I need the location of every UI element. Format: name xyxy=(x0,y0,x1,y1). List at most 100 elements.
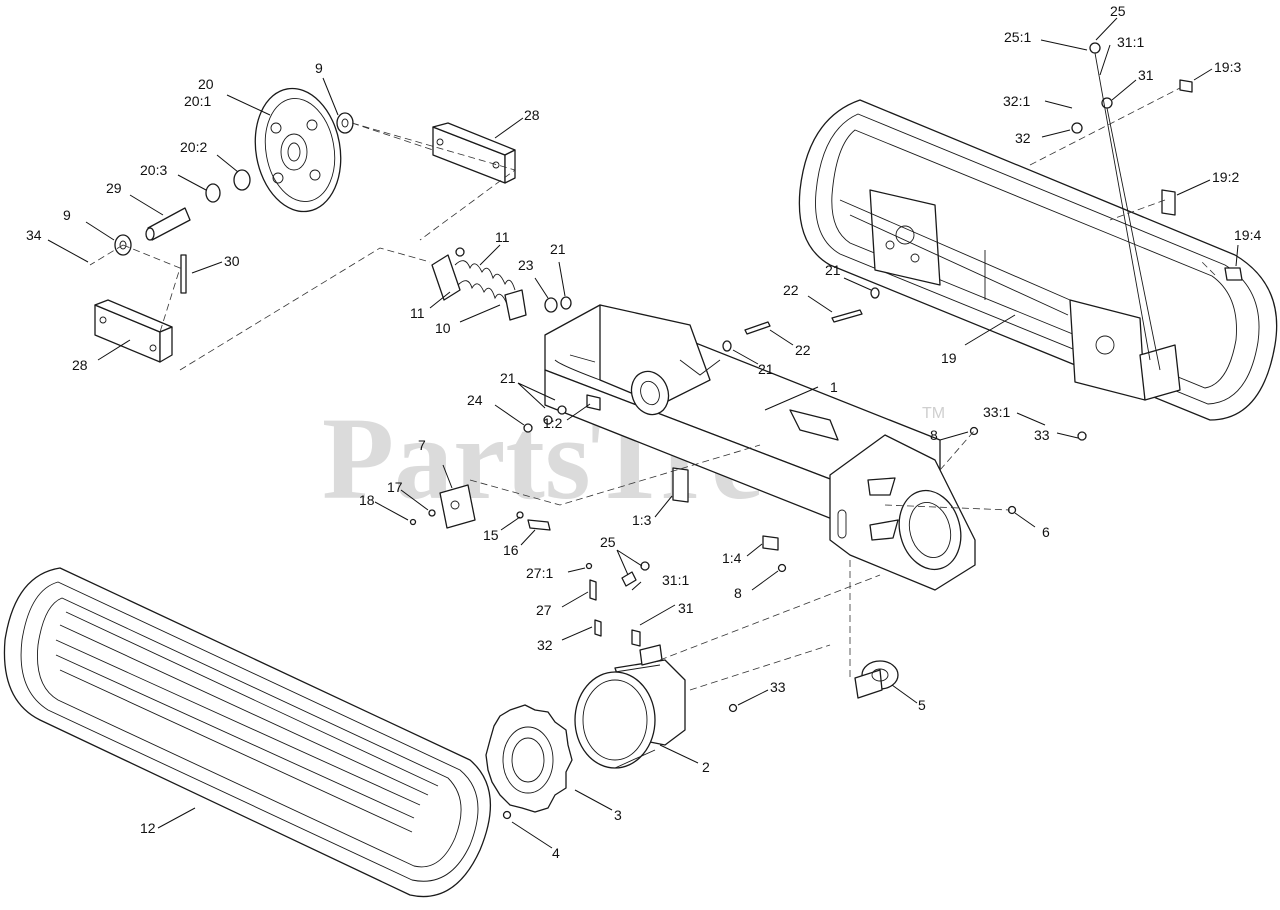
callout-24: 24 xyxy=(467,392,483,408)
callout-11-upper: 11 xyxy=(495,229,510,245)
callout-5: 5 xyxy=(918,697,926,713)
callout-25-upper: 25 xyxy=(1110,3,1126,19)
axle-shaft-29 xyxy=(145,207,191,241)
bolt-22-right xyxy=(744,321,771,335)
motor-mount-plate xyxy=(829,434,976,591)
callout-31-lower: 31 xyxy=(678,600,694,616)
callout-4: 4 xyxy=(552,845,560,861)
nut-33-lower xyxy=(728,703,738,713)
assembly-lines xyxy=(89,87,1216,691)
callout-28-upper: 28 xyxy=(524,107,540,123)
callout-22-b: 22 xyxy=(795,342,811,358)
washer-21-b xyxy=(870,287,880,299)
fittings-25-31-32-upper xyxy=(1071,42,1161,441)
cover-plate-7 xyxy=(439,484,476,529)
callout-31-1-lower: 31:1 xyxy=(662,572,689,588)
callout-20: 20 xyxy=(198,76,214,92)
callout-28-lower: 28 xyxy=(72,357,88,373)
callout-7: 7 xyxy=(418,437,426,453)
main-frame-1 xyxy=(544,304,941,541)
decal-19-4 xyxy=(1224,267,1243,281)
watermark-trademark: TM xyxy=(922,405,945,422)
nuts-21-23 xyxy=(544,296,572,313)
fittings-25-27-31-32-lower xyxy=(585,561,650,647)
callout-30: 30 xyxy=(224,253,240,269)
leader-lines xyxy=(47,17,1239,849)
track-belt-lower xyxy=(3,567,491,898)
callout-21-a: 21 xyxy=(550,241,566,257)
callout-20-2: 20:2 xyxy=(180,139,207,155)
bolt-8-lower xyxy=(777,563,787,573)
bearing-20-2 xyxy=(233,169,251,191)
callout-1-3: 1:3 xyxy=(632,512,652,528)
tensioner-spring xyxy=(431,247,527,321)
screw-17 xyxy=(428,509,436,517)
callout-32-lower: 32 xyxy=(537,637,553,653)
callout-25-1: 25:1 xyxy=(1004,29,1031,45)
callout-labels: 1 1:2 1:3 1:4 2 3 4 5 6 7 8 8 9 9 10 11 … xyxy=(26,3,1261,861)
callout-29: 29 xyxy=(106,180,122,196)
callout-11-lower: 11 xyxy=(410,305,425,321)
callout-15: 15 xyxy=(483,527,499,543)
callout-22-a: 22 xyxy=(783,282,799,298)
callout-1: 1 xyxy=(830,379,838,395)
bracket-28-upper xyxy=(432,122,516,184)
roll-pin-30 xyxy=(180,254,187,294)
callout-3: 3 xyxy=(614,807,622,823)
callout-1-2: 1:2 xyxy=(543,415,563,431)
callout-8-upper: 8 xyxy=(930,427,938,443)
idler-wheel xyxy=(254,87,342,213)
callout-18: 18 xyxy=(359,492,375,508)
callout-9-lower: 9 xyxy=(63,207,71,223)
callout-27-1: 27:1 xyxy=(526,565,553,581)
screw-18 xyxy=(409,518,417,526)
bracket-28-lower xyxy=(94,299,173,363)
callout-33-lower: 33 xyxy=(770,679,786,695)
decal-19-3 xyxy=(1179,79,1193,93)
callout-21-b: 21 xyxy=(825,262,841,278)
callout-32-upper: 32 xyxy=(1015,130,1031,146)
callout-21-c: 21 xyxy=(758,361,774,377)
callout-19-2: 19:2 xyxy=(1212,169,1239,185)
callout-33-upper: 33 xyxy=(1034,427,1050,443)
callout-21-d: 21 xyxy=(500,370,516,386)
callout-33-1: 33:1 xyxy=(983,404,1010,420)
callout-17: 17 xyxy=(387,479,403,495)
washer-21-c xyxy=(722,340,732,352)
callout-9-upper: 9 xyxy=(315,60,323,76)
callout-34: 34 xyxy=(26,227,42,243)
decal-19-2 xyxy=(1161,189,1176,216)
drive-motor-2 xyxy=(574,644,686,769)
callout-31-1-upper: 31:1 xyxy=(1117,34,1144,50)
callout-10: 10 xyxy=(435,320,451,336)
pivot-5 xyxy=(854,660,899,699)
sprocket-3 xyxy=(485,704,573,813)
callout-6: 6 xyxy=(1042,524,1050,540)
washer-9-upper xyxy=(336,112,354,134)
callout-1-4: 1:4 xyxy=(722,550,742,566)
decal-1-3 xyxy=(672,467,689,503)
callout-19-3: 19:3 xyxy=(1214,59,1241,75)
bolt-22-left xyxy=(831,309,863,323)
callout-2: 2 xyxy=(702,759,710,775)
grease-fitting-16 xyxy=(516,511,551,531)
callout-20-3: 20:3 xyxy=(140,162,167,178)
decal-1-4 xyxy=(762,535,779,551)
callout-12: 12 xyxy=(140,820,156,836)
bolt-4 xyxy=(502,810,512,820)
callout-25-lower: 25 xyxy=(600,534,616,550)
callout-23: 23 xyxy=(518,257,534,273)
track-belt-upper xyxy=(798,99,1278,421)
callout-31-upper: 31 xyxy=(1138,67,1154,83)
callout-19: 19 xyxy=(941,350,957,366)
callout-16: 16 xyxy=(503,542,519,558)
callout-20-1: 20:1 xyxy=(184,93,211,109)
callout-27: 27 xyxy=(536,602,552,618)
callout-19-4: 19:4 xyxy=(1234,227,1261,243)
callout-8-lower: 8 xyxy=(734,585,742,601)
washers-21-24 xyxy=(523,405,567,433)
bearing-20-3 xyxy=(205,183,221,203)
decal-1-2 xyxy=(586,394,601,411)
callout-32-1: 32:1 xyxy=(1003,93,1030,109)
